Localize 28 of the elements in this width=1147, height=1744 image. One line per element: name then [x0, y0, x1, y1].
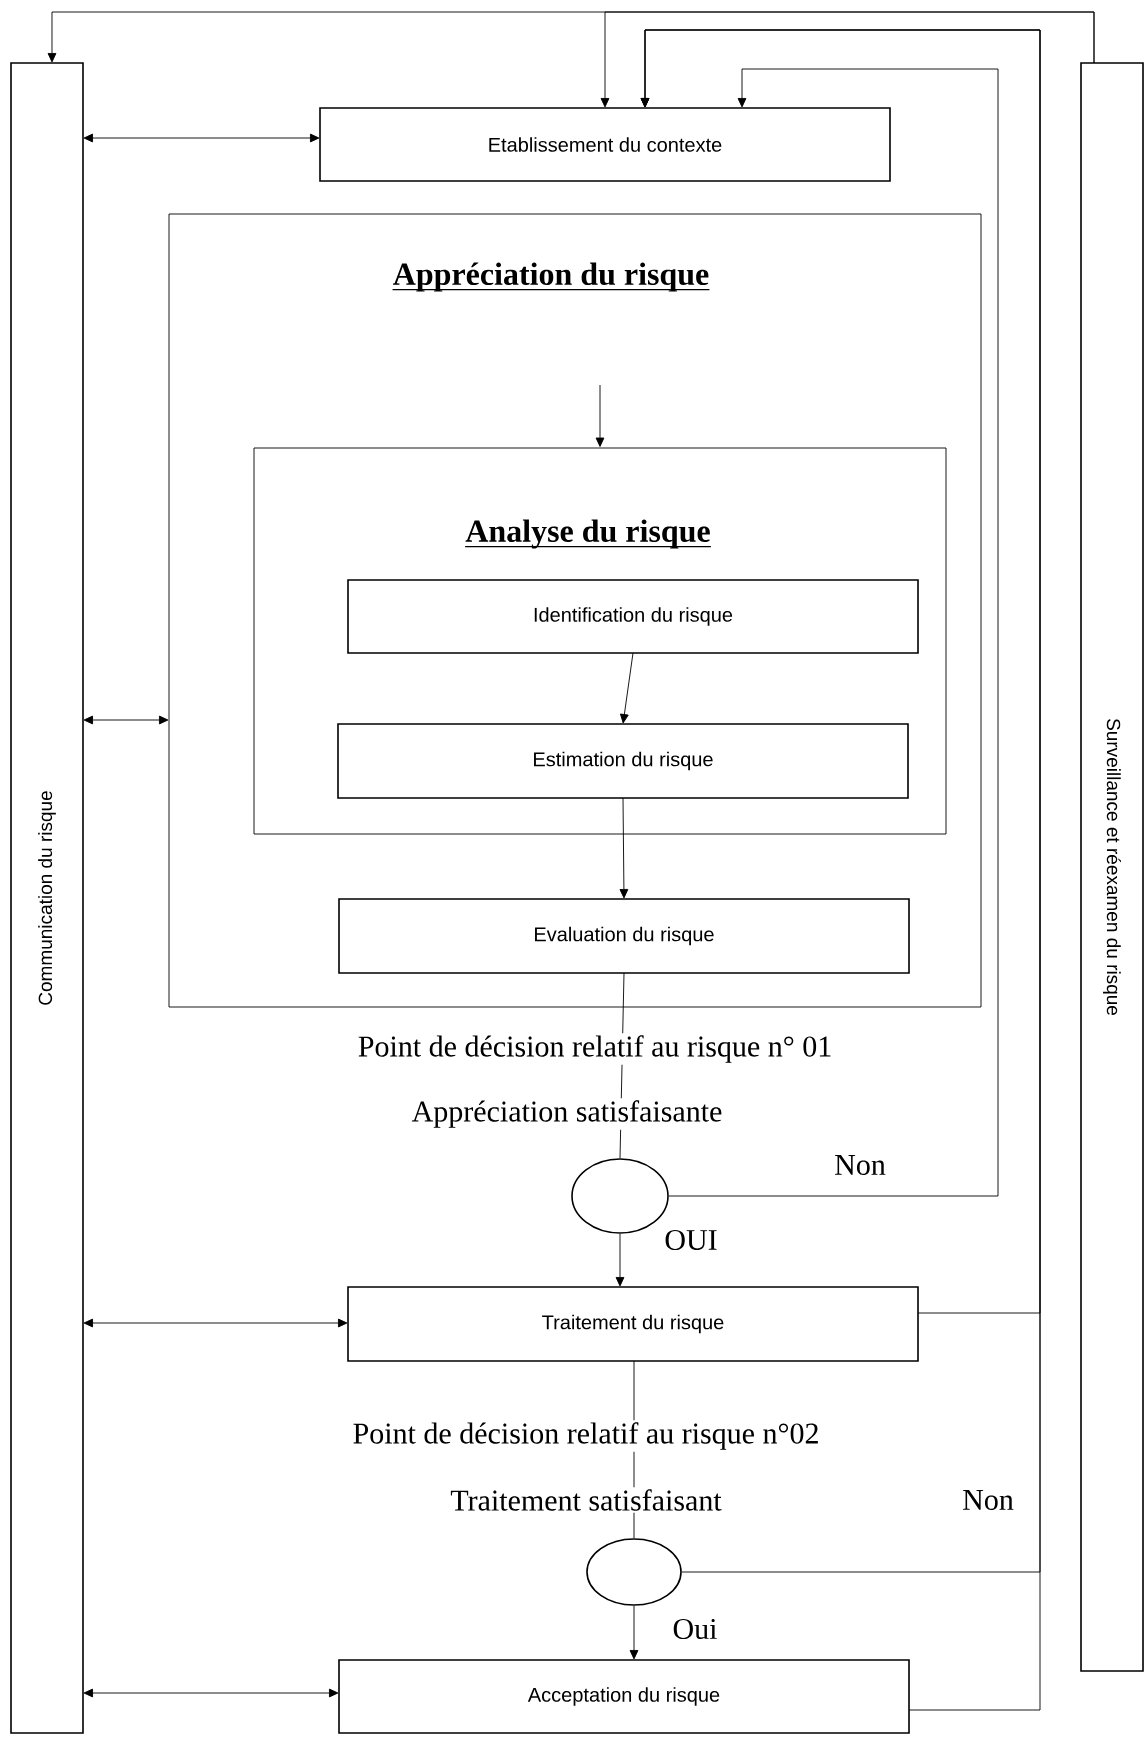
edge-label: OUI — [662, 1227, 720, 1253]
arrow — [600, 11, 1095, 108]
side-bar: Communication du risque — [10, 62, 84, 1734]
arrow — [83, 1318, 348, 1328]
decision-text: Appréciation satisfaisante — [409, 1098, 725, 1130]
arrow — [629, 1605, 639, 1660]
decision-text: Non — [832, 1153, 888, 1177]
arrow — [595, 384, 605, 447]
arrow — [620, 652, 634, 724]
arrow — [668, 68, 999, 1197]
decision-circle — [586, 1538, 682, 1606]
arrow — [619, 797, 629, 899]
arrow — [83, 1688, 339, 1698]
process-box: Traitement du risque — [347, 1286, 919, 1362]
decision-text: Point de décision relatif au risque n° 01 — [355, 1033, 835, 1065]
edge-label: Oui — [670, 1616, 720, 1642]
process-box: Etablissement du contexte — [319, 107, 891, 182]
process-box: Identification du risque — [347, 579, 919, 654]
process-box: Estimation du risque — [337, 723, 909, 799]
arrow — [83, 715, 169, 725]
decision-text: Traitement satisfaisant — [448, 1487, 724, 1513]
decision-text: Point de décision relatif au risque n°02 — [350, 1420, 822, 1452]
arrow — [83, 133, 320, 143]
process-box: Evaluation du risque — [338, 898, 910, 974]
side-bar: Surveillance et réexamen du risque — [1080, 62, 1144, 1672]
arrow — [615, 1233, 625, 1287]
process-box: Acceptation du risque — [338, 1659, 910, 1734]
decision-text: Non — [960, 1488, 1016, 1512]
